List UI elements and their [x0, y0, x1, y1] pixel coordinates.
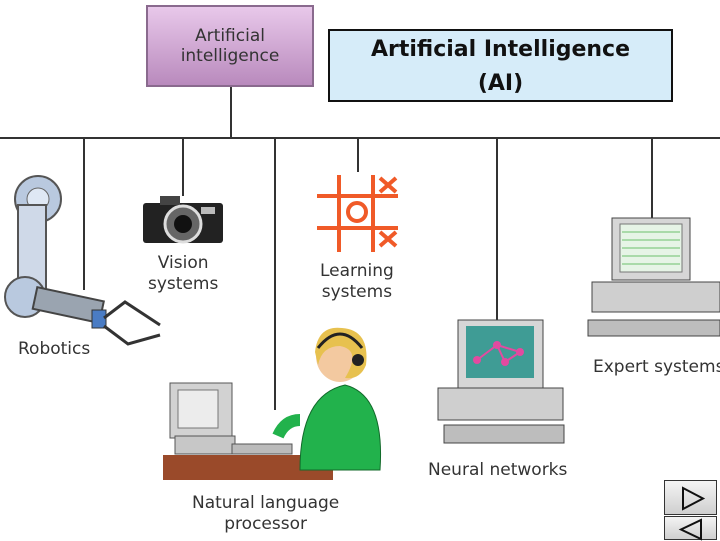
triangle-right-icon: [682, 486, 706, 511]
slide-title-box: Artificial Intelligence (AI): [328, 29, 673, 102]
slide-title-line1: Artificial Intelligence: [370, 37, 631, 62]
branch-label-neural-networks: Neural networks: [428, 460, 568, 480]
next-slide-button[interactable]: [664, 480, 717, 515]
branch-label-expert-systems: Expert systems: [593, 357, 720, 377]
branch-label-robotics: Robotics: [18, 339, 91, 359]
triangle-left-icon: [678, 518, 702, 541]
root-node-label: Artificial intelligence: [180, 26, 280, 66]
branch-label-learning-systems: Learning systems: [320, 261, 394, 302]
previous-slide-button[interactable]: [664, 516, 717, 541]
slide-title-line2: (AI): [477, 71, 524, 96]
branch-label-natural-language-processor: Natural language processor: [192, 493, 340, 534]
branch-label-vision-systems: Vision systems: [148, 253, 219, 294]
root-node-box: Artificial intelligence: [146, 5, 314, 87]
